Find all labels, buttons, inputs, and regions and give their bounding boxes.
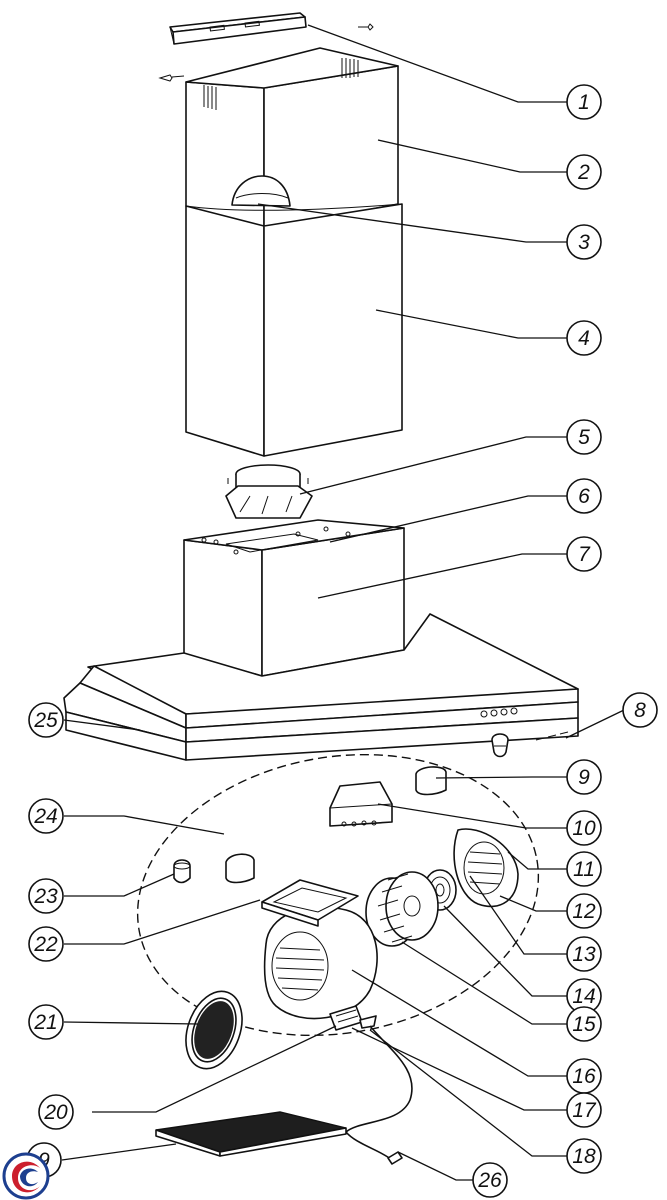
callout-group: 1234567891011121314151617189202122232425… xyxy=(26,84,658,1198)
callout-number: 21 xyxy=(33,1011,57,1034)
callout-8: 8 xyxy=(622,692,658,728)
callout-circle xyxy=(566,536,602,572)
callout-circle xyxy=(622,692,658,728)
callout-number: 22 xyxy=(33,933,58,956)
callout-4: 4 xyxy=(566,320,602,356)
mounting-bracket xyxy=(169,12,374,45)
callout-circle xyxy=(28,878,64,914)
callout-circle xyxy=(566,1092,602,1128)
callout-circle xyxy=(566,320,602,356)
callout-circle xyxy=(566,810,602,846)
callout-number: 17 xyxy=(572,1099,597,1122)
callout-number: 16 xyxy=(572,1065,596,1088)
callout-circle xyxy=(38,1094,74,1130)
blower-wheel xyxy=(365,871,439,947)
callout-number: 24 xyxy=(33,805,57,828)
callout-circle xyxy=(566,759,602,795)
callout-6: 6 xyxy=(566,478,602,514)
callout-2: 2 xyxy=(566,154,602,190)
callout-number: 2 xyxy=(577,161,590,184)
light-bulb xyxy=(491,733,509,758)
callout-number: 15 xyxy=(572,1013,596,1036)
callout-20: 20 xyxy=(38,1094,74,1130)
callout-18: 18 xyxy=(566,1138,602,1174)
duct-adapter-frame xyxy=(261,879,359,927)
callout-12: 12 xyxy=(566,893,602,929)
brand-logo-icon xyxy=(2,1152,50,1200)
callout-circle xyxy=(472,1162,508,1198)
callout-number: 11 xyxy=(573,858,595,881)
callout-11: 11 xyxy=(566,851,602,887)
duct-collar xyxy=(225,464,313,519)
callout-number: 14 xyxy=(572,985,595,1008)
callout-number: 5 xyxy=(578,426,590,449)
callout-21: 21 xyxy=(28,1004,64,1040)
lamp-holder xyxy=(415,766,447,796)
callout-25: 25 xyxy=(28,702,64,738)
callout-13: 13 xyxy=(566,936,602,972)
exhaust-duct xyxy=(231,175,291,207)
callout-23: 23 xyxy=(28,878,64,914)
callout-circle xyxy=(566,1138,602,1174)
leader-lines xyxy=(61,24,625,1181)
capacitor-and-cable xyxy=(329,1005,413,1165)
callout-number: 25 xyxy=(33,709,58,732)
round-filter xyxy=(185,990,243,1070)
motor-housing-box xyxy=(183,519,405,677)
callout-24: 24 xyxy=(28,798,64,834)
callout-14: 14 xyxy=(566,978,602,1014)
callout-number: 20 xyxy=(43,1101,68,1124)
callout-circle xyxy=(566,419,602,455)
callout-circle xyxy=(566,936,602,972)
callout-circle xyxy=(566,893,602,929)
callout-number: 23 xyxy=(33,885,58,908)
blower-housing xyxy=(263,906,378,1020)
callout-16: 16 xyxy=(566,1058,602,1094)
callout-circle xyxy=(566,478,602,514)
callout-7: 7 xyxy=(566,536,602,572)
callout-5: 5 xyxy=(566,419,602,455)
motor-mounting-plate xyxy=(453,828,519,908)
callout-number: 8 xyxy=(634,699,646,722)
callout-10: 10 xyxy=(566,810,602,846)
callout-circle xyxy=(566,224,602,260)
callout-circle xyxy=(28,1004,64,1040)
callout-circle xyxy=(566,84,602,120)
callout-number: 4 xyxy=(578,327,590,350)
callout-circle xyxy=(28,798,64,834)
callout-number: 3 xyxy=(578,231,590,254)
callout-15: 15 xyxy=(566,1006,602,1042)
callout-number: 18 xyxy=(572,1145,596,1168)
callout-circle xyxy=(566,154,602,190)
callout-number: 7 xyxy=(578,543,591,566)
callout-number: 13 xyxy=(572,943,596,966)
upper-chimney xyxy=(158,47,399,231)
callout-circle xyxy=(28,702,64,738)
callout-22: 22 xyxy=(28,926,64,962)
hood-canopy xyxy=(63,613,579,761)
callout-number: 12 xyxy=(572,900,596,923)
callout-17: 17 xyxy=(566,1092,602,1128)
callout-circle xyxy=(566,851,602,887)
callout-number: 1 xyxy=(578,91,590,114)
callout-number: 6 xyxy=(578,485,590,508)
lower-chimney xyxy=(185,203,403,457)
callout-3: 3 xyxy=(566,224,602,260)
callout-9a: 9 xyxy=(566,759,602,795)
grease-filter xyxy=(155,1111,347,1157)
switch-box xyxy=(329,781,393,827)
callout-26: 26 xyxy=(472,1162,508,1198)
callout-circle xyxy=(566,1006,602,1042)
callout-number: 9 xyxy=(578,766,590,789)
lamp-socket xyxy=(173,859,191,884)
callout-number: 10 xyxy=(572,817,596,840)
callout-1: 1 xyxy=(566,84,602,120)
control-knobs xyxy=(535,731,569,741)
lamp-holder-left xyxy=(225,853,255,884)
callout-circle xyxy=(28,926,64,962)
callout-number: 26 xyxy=(477,1169,502,1192)
